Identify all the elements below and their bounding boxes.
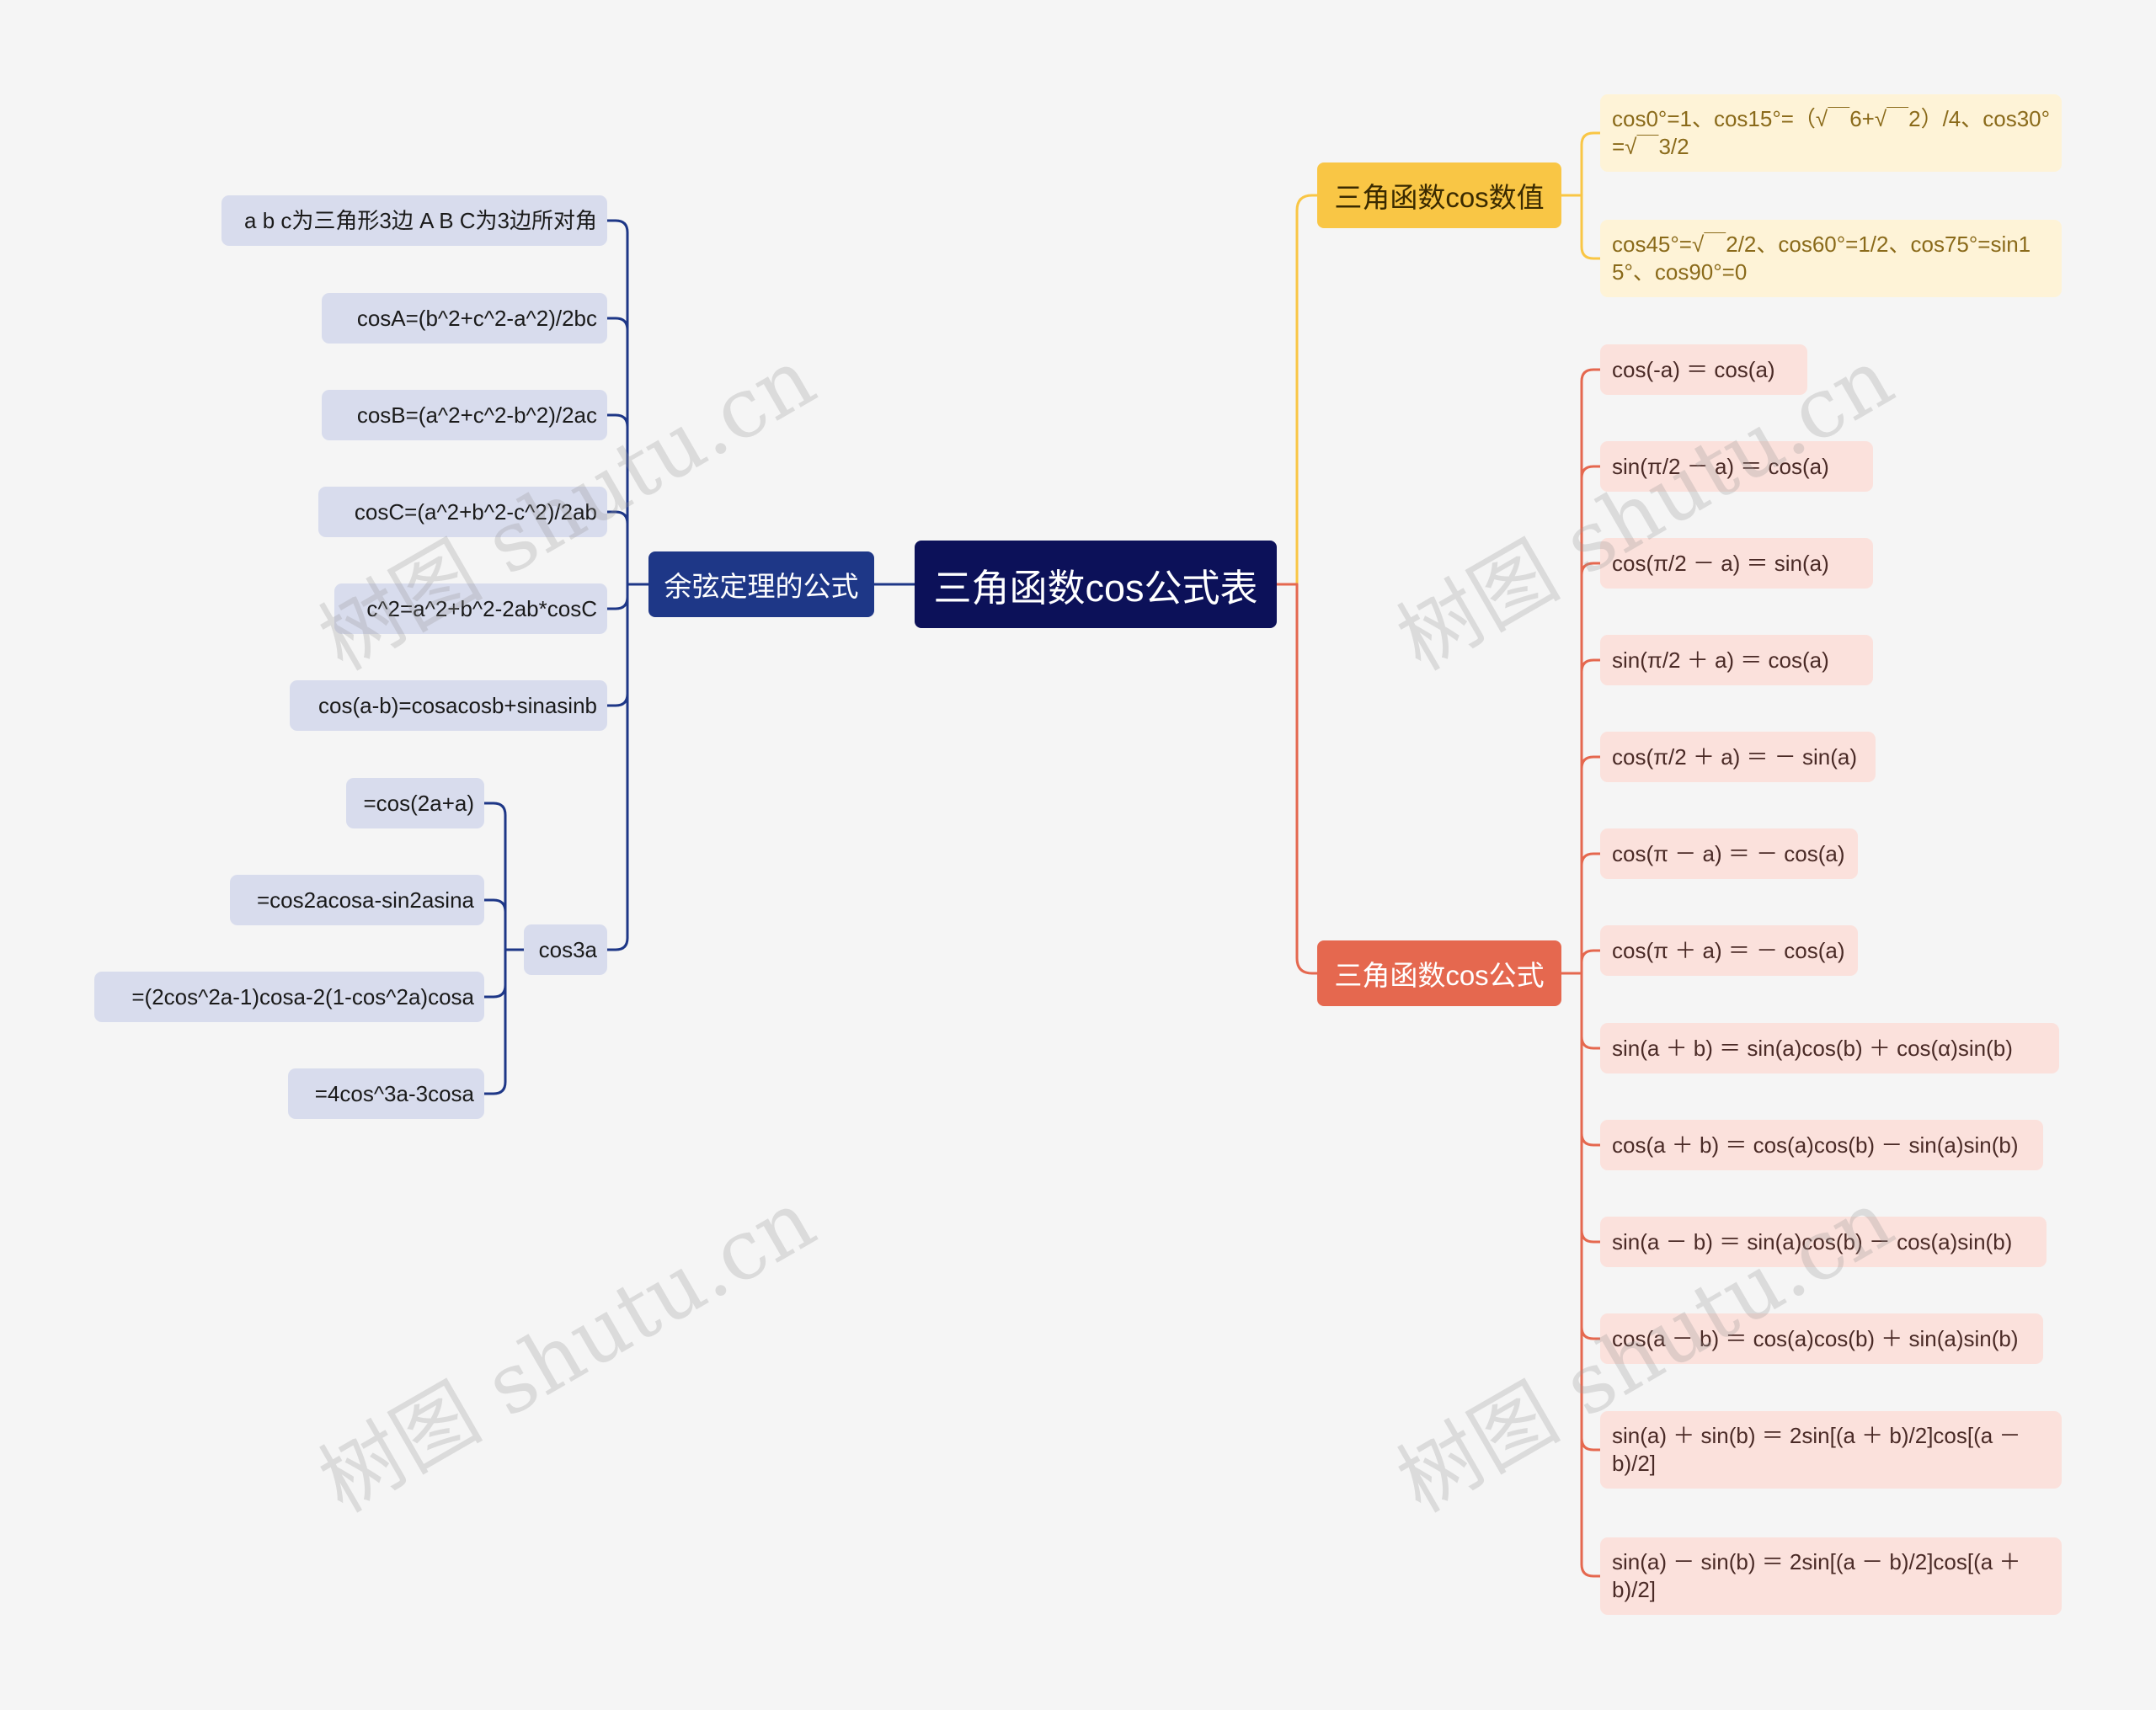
cos-formula-item[interactable]: sin(a) － sin(b) ＝ 2sin[(a － b)/2]cos[(a …	[1600, 1537, 2062, 1615]
cos-formula-item[interactable]: sin(a ＋ b) ＝ sin(a)cos(b) ＋ cos(α)sin(b)	[1600, 1023, 2059, 1073]
link-cos3a-step	[483, 898, 507, 951]
link-value-item	[1580, 194, 1602, 260]
link-law-item	[606, 510, 629, 586]
link-law-item	[606, 583, 629, 707]
link-law-item	[606, 583, 629, 610]
branch-cos-values[interactable]: 三角函数cos数值	[1317, 162, 1561, 228]
link-law-item	[606, 317, 629, 586]
cos3a-step[interactable]: =cos(2a+a)	[346, 778, 484, 828]
cos-formula-item[interactable]: cos(π － a) ＝ － cos(a)	[1600, 828, 1858, 879]
link-cos3a-step	[483, 948, 507, 1095]
link-formula-item	[1580, 949, 1602, 975]
cos-formula-item[interactable]: cos(π ＋ a) ＝ － cos(a)	[1600, 925, 1858, 976]
cosine-law-item[interactable]: cosB=(a^2+c^2-b^2)/2ac	[322, 390, 607, 440]
cos-formula-item[interactable]: sin(a － b) ＝ sin(a)cos(b) － cos(a)sin(b)	[1600, 1217, 2047, 1267]
link-formula-item	[1580, 658, 1602, 975]
root-topic[interactable]: 三角函数cos公式表	[915, 541, 1277, 628]
cos-formula-item[interactable]: sin(a) ＋ sin(b) ＝ 2sin[(a ＋ b)/2]cos[(a …	[1600, 1411, 2062, 1489]
link-cos3a	[606, 583, 629, 951]
link-formula-item	[1580, 465, 1602, 975]
link-formula-item	[1580, 972, 1602, 1147]
cos3a-step[interactable]: =4cos^3a-3cosa	[288, 1068, 484, 1119]
link-law-item	[606, 413, 629, 586]
link-formula-item	[1580, 368, 1602, 975]
cosine-law-item[interactable]: a b c为三角形3边 A B C为3边所对角	[221, 195, 607, 246]
cos-formula-item[interactable]: sin(π/2 － a) ＝ cos(a)	[1600, 441, 1873, 492]
cos-formula-item[interactable]: cos(a － b) ＝ cos(a)cos(b) ＋ sin(a)sin(b)	[1600, 1313, 2043, 1364]
cos3a-node[interactable]: cos3a	[524, 924, 607, 975]
cos-formula-item[interactable]: cos(π/2 ＋ a) ＝ － sin(a)	[1600, 732, 1876, 782]
cos3a-step[interactable]: =cos2acosa-sin2asina	[230, 875, 484, 925]
cosine-law-item[interactable]: c^2=a^2+b^2-2ab*cosC	[334, 583, 607, 634]
link-formula-item	[1580, 852, 1602, 975]
cos-formula-item[interactable]: cos(-a) ＝ cos(a)	[1600, 344, 1807, 395]
cosine-law-item[interactable]: cosA=(b^2+c^2-a^2)/2bc	[322, 293, 607, 344]
link-formula-item	[1580, 972, 1602, 1244]
cosine-law-item[interactable]: cos(a-b)=cosacosb+sinasinb	[290, 680, 607, 731]
link-formula-item	[1580, 562, 1602, 975]
link-root-formulas	[1295, 583, 1319, 975]
cos-value-item[interactable]: cos45°=√￣2/2、cos60°=1/2、cos75°=sin15°、co…	[1600, 220, 2062, 297]
link-value-item	[1580, 131, 1602, 197]
link-cos3a-step	[483, 948, 507, 999]
link-formula-item	[1580, 972, 1602, 1340]
link-formula-item	[1580, 755, 1602, 975]
link-formula-item	[1580, 972, 1602, 1050]
branch-cos-formulas[interactable]: 三角函数cos公式	[1317, 940, 1561, 1006]
cos-value-item[interactable]: cos0°=1、cos15°=（√￣6+√￣2）/4、cos30°=√￣3/2	[1600, 94, 2062, 172]
link-root-values	[1295, 194, 1319, 586]
cosine-law-item[interactable]: cosC=(a^2+b^2-c^2)/2ab	[318, 487, 607, 537]
cos-formula-item[interactable]: sin(π/2 ＋ a) ＝ cos(a)	[1600, 635, 1873, 685]
link-formula-item	[1580, 972, 1602, 1578]
branch-law-of-cosines[interactable]: 余弦定理的公式	[648, 551, 874, 617]
cos3a-step[interactable]: =(2cos^2a-1)cosa-2(1-cos^2a)cosa	[94, 972, 484, 1022]
link-law-item	[606, 219, 629, 586]
cos-formula-item[interactable]: cos(a ＋ b) ＝ cos(a)cos(b) － sin(a)sin(b)	[1600, 1120, 2043, 1170]
link-cos3a-step	[483, 802, 507, 951]
cos-formula-item[interactable]: cos(π/2 － a) ＝ sin(a)	[1600, 538, 1873, 589]
